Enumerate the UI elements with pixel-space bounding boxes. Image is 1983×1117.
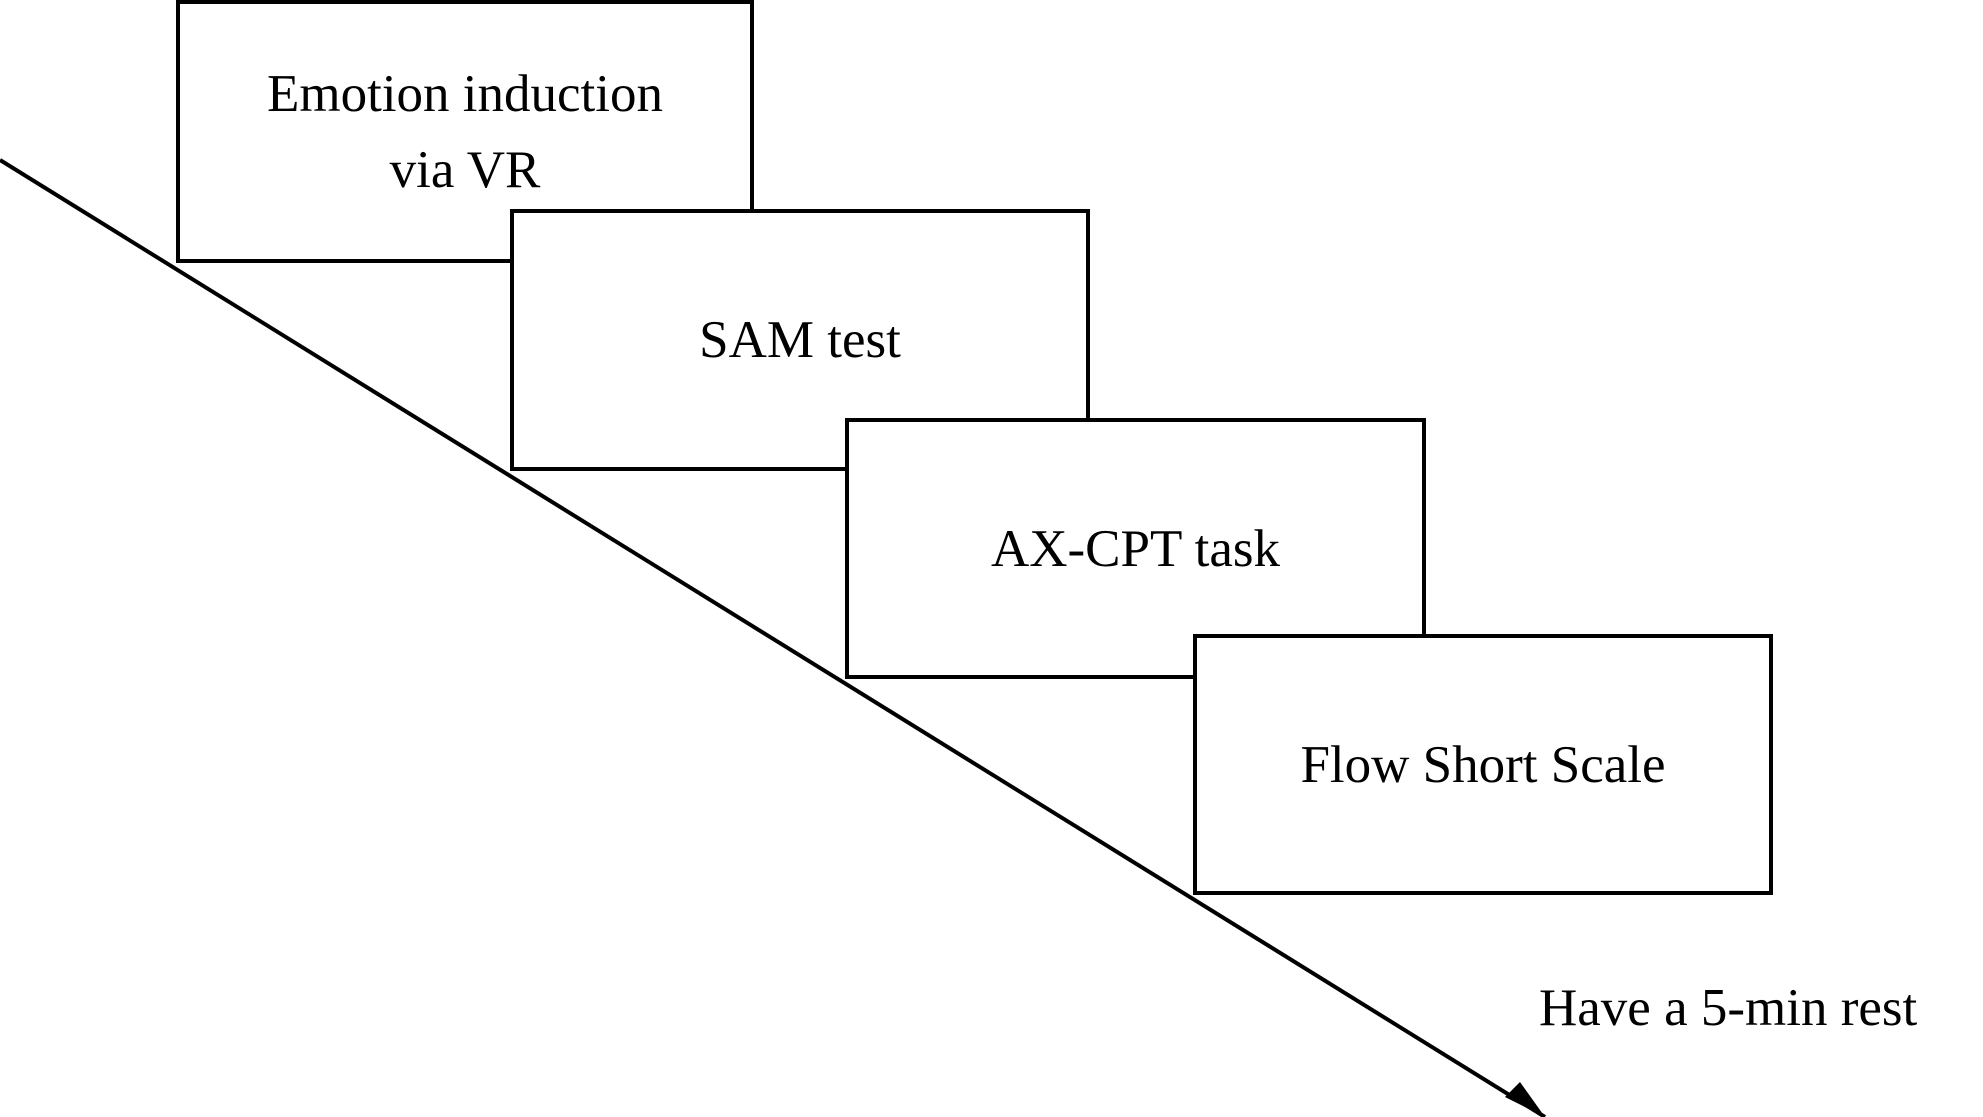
step-label: Flow Short Scale	[1300, 735, 1666, 794]
end-label: Have a 5-min rest	[1539, 979, 1918, 1037]
timeline-line	[0, 158, 1547, 1117]
arrowhead-icon	[1505, 1082, 1545, 1117]
step-label: Emotion induction via VR	[267, 64, 663, 199]
step-box-flow-short-scale: Flow Short Scale	[1193, 634, 1773, 895]
step-label: AX-CPT task	[990, 519, 1281, 578]
step-box-emotion-induction: Emotion induction via VR	[176, 0, 754, 263]
step-label: SAM test	[699, 311, 901, 369]
